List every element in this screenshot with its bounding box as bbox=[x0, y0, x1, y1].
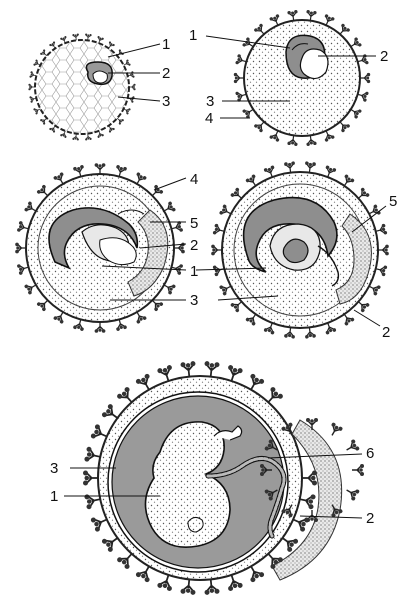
chorionic-villus bbox=[203, 579, 219, 595]
stage2-implanting-embryo bbox=[234, 10, 370, 146]
fig2-label-4: 4 bbox=[205, 110, 213, 127]
chorionic-villus bbox=[344, 439, 360, 455]
chorionic-villus bbox=[302, 471, 317, 486]
fig5-label-6: 6 bbox=[366, 445, 374, 462]
chorionic-villus bbox=[352, 464, 364, 476]
stage5-fetus-in-chorion bbox=[83, 361, 364, 595]
chorionic-villus bbox=[180, 361, 196, 377]
fig3-label-3: 3 bbox=[190, 292, 198, 309]
fig5-label-2: 2 bbox=[366, 510, 374, 527]
chorionic-villus bbox=[203, 361, 219, 377]
chorionic-villus bbox=[360, 73, 370, 83]
stage1-blastocyst bbox=[28, 33, 135, 140]
fig4-label-5: 5 bbox=[389, 193, 397, 210]
chorionic-villus bbox=[180, 579, 196, 595]
chorionic-villus bbox=[95, 322, 106, 333]
fig2-label-1: 1 bbox=[189, 27, 197, 44]
stage4-embryo-curled bbox=[211, 161, 389, 339]
chorionic-villus bbox=[327, 422, 343, 438]
fig3-label-5: 5 bbox=[190, 215, 198, 232]
fig1-label-3: 3 bbox=[162, 93, 170, 110]
fig4-label-2: 2 bbox=[382, 324, 390, 341]
fig3-label-4: 4 bbox=[190, 171, 198, 188]
fig1-label-2: 2 bbox=[162, 65, 170, 82]
chorionic-villus bbox=[344, 485, 360, 501]
fig2-label-2: 2 bbox=[380, 48, 388, 65]
fig5-label-1: 1 bbox=[50, 488, 58, 505]
chorionic-villus bbox=[95, 163, 106, 174]
fig5-label-3: 3 bbox=[50, 460, 58, 477]
chorionic-villus bbox=[28, 84, 35, 91]
stage3-embryo-with-amnion bbox=[15, 163, 185, 333]
fig3-label-2: 2 bbox=[190, 237, 198, 254]
chorionic-villus bbox=[83, 471, 98, 486]
fig1-label-1: 1 bbox=[162, 36, 170, 53]
chorionic-villus bbox=[234, 73, 244, 83]
chorionic-villus bbox=[15, 243, 26, 254]
chorionic-villus bbox=[129, 84, 136, 91]
chorionic-villus bbox=[211, 245, 222, 256]
fig3-label-1: 1 bbox=[190, 263, 198, 280]
fig2-label-3: 3 bbox=[206, 93, 214, 110]
chorionic-villus bbox=[378, 245, 389, 256]
